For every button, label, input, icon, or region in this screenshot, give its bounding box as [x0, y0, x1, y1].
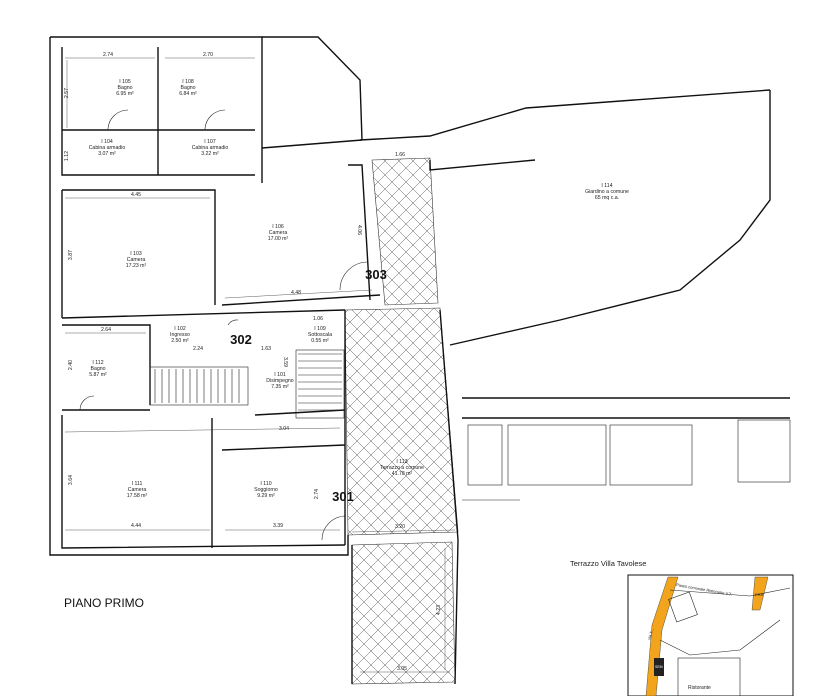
- stairs: [149, 349, 345, 419]
- room-code: I 102: [174, 326, 186, 332]
- dimension-label: 2.24: [193, 346, 203, 352]
- room-name: Sottoscala: [308, 332, 332, 338]
- room-code: I 112: [92, 360, 103, 366]
- room-code: I 104: [101, 139, 113, 145]
- unit-303: 303: [365, 267, 387, 282]
- dimension-label: 3.04: [279, 426, 289, 432]
- terrace-hatch: [344, 157, 459, 685]
- adjacent-building: [462, 397, 791, 501]
- room-code: I 103: [130, 251, 142, 257]
- inset-side-label: via T...: [646, 628, 655, 641]
- dimension-label: 1.06: [313, 316, 323, 322]
- room-area: 17.23 m²: [126, 263, 147, 269]
- dimension-label: 4.44: [131, 523, 141, 529]
- room-name: Bagno: [90, 366, 105, 372]
- doors: [79, 109, 369, 541]
- room-area: 6.95 m²: [116, 91, 134, 97]
- dimension-label: 4.45: [131, 192, 141, 198]
- room-name: Giardino a comune: [585, 189, 629, 195]
- dimension-labels: 2.74 2.70 2.57 1.12 4.45 3.87 4.48 1.66 4.06 2.64…: [64, 52, 442, 672]
- floor-title: PIANO PRIMO: [64, 596, 144, 610]
- room-area: 65 mq c.a.: [595, 195, 619, 201]
- dimension-label: 2.57: [64, 88, 70, 98]
- dimension-label: 1.63: [261, 346, 271, 352]
- room-area: 41.78 m²: [392, 471, 413, 477]
- room-name: Terrazzo a comune: [380, 465, 424, 471]
- dimension-label: 3.05: [397, 666, 407, 672]
- room-name: Bagno: [117, 85, 132, 91]
- room-area: 3.07 m²: [98, 151, 116, 157]
- room-code: I 108: [182, 79, 194, 85]
- room-code: I 113: [396, 459, 407, 465]
- inset-caption: Terrazzo Villa Tavolese: [570, 559, 646, 568]
- room-name: Soggiorno: [254, 487, 278, 493]
- room-area: 7.35 m²: [271, 384, 289, 390]
- room-code: I 106: [272, 224, 284, 230]
- dimension-label: 3.20: [395, 524, 405, 530]
- room-code: I 111: [132, 481, 143, 487]
- unit-302: 302: [230, 332, 252, 347]
- room-code: I 109: [314, 326, 326, 332]
- room-code: I 114: [601, 183, 612, 189]
- room-code: I 101: [274, 372, 286, 378]
- unit-numbers: 303 302 301: [230, 267, 387, 504]
- dimension-label: 2.40: [68, 360, 74, 370]
- dimension-label: 4.23: [436, 605, 442, 615]
- dimension-label: 3.39: [273, 523, 283, 529]
- dimension-label: 1.66: [395, 152, 405, 158]
- room-code: I 107: [204, 139, 216, 145]
- room-code: I 105: [119, 79, 131, 85]
- room-name: Ingresso: [170, 332, 190, 338]
- inset-map: Ristorante Passo comunale Ristorante V.T…: [627, 574, 794, 696]
- room-name: Cabina armadio: [89, 145, 126, 151]
- room-area: 9.29 m²: [257, 493, 275, 499]
- inset-tag-label: ERA: [755, 592, 764, 597]
- dimension-label: 4.06: [356, 225, 362, 235]
- room-area: 5.87 m²: [89, 372, 107, 378]
- room-code: I 110: [260, 481, 271, 487]
- room-area: 17.00 m²: [268, 236, 289, 242]
- room-name: Camera: [269, 230, 288, 236]
- room-name: Bagno: [180, 85, 195, 91]
- room-area: 6.84 m²: [179, 91, 197, 97]
- dimension-label: 4.48: [291, 290, 301, 296]
- room-name: Camera: [128, 487, 147, 493]
- room-area: 2.50 m²: [171, 338, 189, 344]
- dimension-label: 2.74: [314, 489, 320, 499]
- dimension-label: 2.70: [203, 52, 213, 58]
- dimension-label: 3.64: [68, 475, 74, 485]
- room-area: 3.22 m²: [201, 151, 219, 157]
- dimension-label: 2.64: [101, 327, 111, 333]
- room-name: Camera: [127, 257, 146, 263]
- room-name: Disimpegno: [266, 378, 294, 384]
- building-walls: [49, 36, 771, 685]
- dimension-label: 1.12: [64, 151, 70, 161]
- unit-301: 301: [332, 489, 354, 504]
- room-area: 17.58 m²: [127, 493, 148, 499]
- dimension-label: 2.74: [103, 52, 113, 58]
- dimension-label: 3.87: [68, 250, 74, 260]
- dimension-lines: [64, 57, 456, 673]
- dimension-label: 3.59: [282, 357, 288, 367]
- room-area: 0.55 m²: [311, 338, 329, 344]
- room-name: Cabina armadio: [192, 145, 229, 151]
- inset-building-label: Ristorante: [688, 685, 711, 691]
- inset-box-label: SEM: [655, 665, 663, 669]
